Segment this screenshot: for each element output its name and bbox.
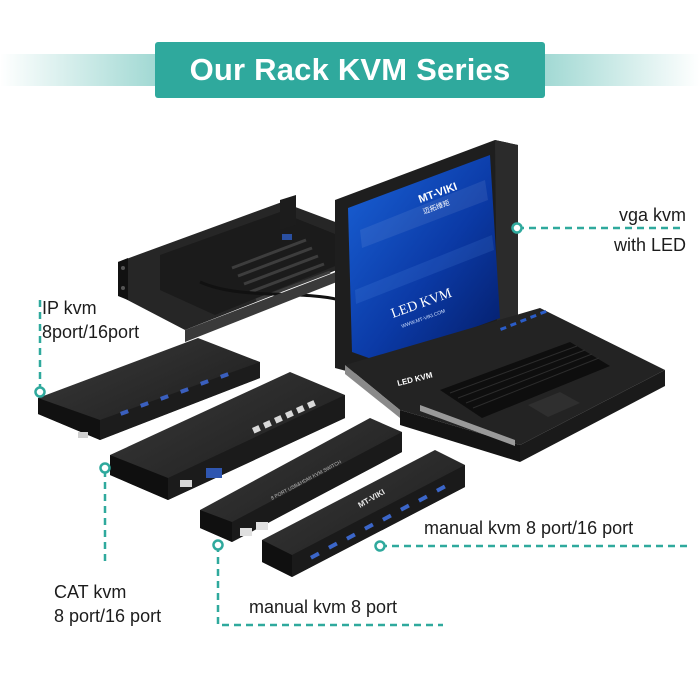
vga-manual-kvm-device: MT-VIKI (262, 450, 465, 577)
ip-kvm-line1: IP kvm (42, 298, 97, 318)
cat-kvm-device (110, 372, 345, 500)
vga-kvm-line1: vga kvm (618, 205, 686, 225)
vga-kvm-label: vga kvm with LED (614, 203, 686, 257)
manual-kvm-small-label: manual kvm 8 port (249, 597, 398, 617)
ip-kvm-label: IP kvm 8port/16port (42, 296, 139, 344)
vga-kvm-line2: with LED (613, 235, 686, 255)
hdmi-kvm-device: 8 PORT USB&HDMI KVM SWITCH (200, 418, 402, 542)
callout-manual-kvm-small (216, 545, 443, 627)
cat-kvm-line2: 8 port/16 port (54, 606, 162, 626)
ip-kvm-line2: 8port/16port (42, 322, 140, 342)
page-title: Our Rack KVM Series (189, 52, 511, 87)
led-kvm-console: MT-VIKI 迈拓维矩 LED KVM WWW.MT-VIKI.COM LED… (335, 140, 665, 462)
cat-kvm-label: CAT kvm 8 port/16 port (54, 580, 161, 628)
manual-kvm-large-label: manual kvm 8 port/16 port (424, 518, 634, 538)
touchpad (528, 392, 580, 417)
cat-kvm-line1: CAT kvm (54, 582, 127, 602)
rack-drawer (118, 195, 362, 342)
ip-kvm-device (38, 338, 260, 440)
callout-dots (34, 222, 523, 552)
header-banner: Our Rack KVM Series (0, 42, 700, 98)
callout-lines (38, 226, 690, 627)
banner-box: Our Rack KVM Series (155, 42, 545, 98)
monitor-screen (348, 155, 500, 362)
